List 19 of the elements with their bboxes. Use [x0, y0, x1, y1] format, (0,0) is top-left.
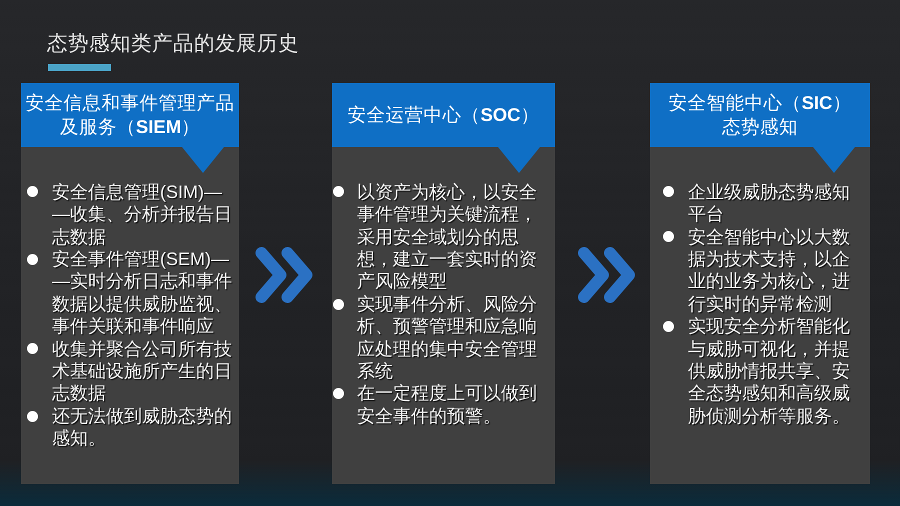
content-card [332, 83, 555, 484]
bullet-text: 安全事件管理(SEM)——实时分析日志和事件数据以提供威胁监视、事件关联和事件响应 [52, 248, 233, 338]
content-card [21, 83, 239, 484]
bullet-text: 实现事件分析、风险分析、预警管理和应急响应处理的集中安全管理系统 [357, 292, 538, 382]
chevron-arrow [578, 247, 635, 303]
bullet-text: 安全信息管理(SIM)——收集、分析并报告日志数据 [52, 180, 233, 248]
bullet-text: 以资产为核心，以安全事件管理为关键流程，采用安全域划分的思想，建立一套实时的资产风险模型 [357, 180, 538, 293]
header-banner: 安全信息和事件管理产品及服务（SIEM） [21, 83, 239, 173]
bullet-text: 收集并聚合公司所有技术基础设施所产生的日志数据 [52, 338, 233, 405]
chevron-arrow [256, 247, 312, 303]
content-card [650, 83, 870, 484]
bullet-text: 实现安全分析智能化与威胁可视化，并提供威胁情报共享、安全态势感知和高级威胁侦测分析等服务。 [688, 315, 851, 428]
bullet-text: 安全智能中心以大数据为技术支持，以企业的业务为核心，进行实时的异常检测 [688, 226, 851, 316]
header-banner: 安全智能中心（SIC）态势感知 [650, 83, 870, 173]
bullet-text: 还无法做到威胁态势的感知。 [52, 404, 233, 450]
bullet-text: 在一定程度上可以做到安全事件的预警。 [357, 382, 538, 428]
title: 态势感知类产品的发展历史 [47, 31, 299, 57]
bullet-text: 企业级威胁态势感知平台 [688, 180, 851, 226]
header-banner: 安全运营中心（SOC） [332, 83, 555, 173]
